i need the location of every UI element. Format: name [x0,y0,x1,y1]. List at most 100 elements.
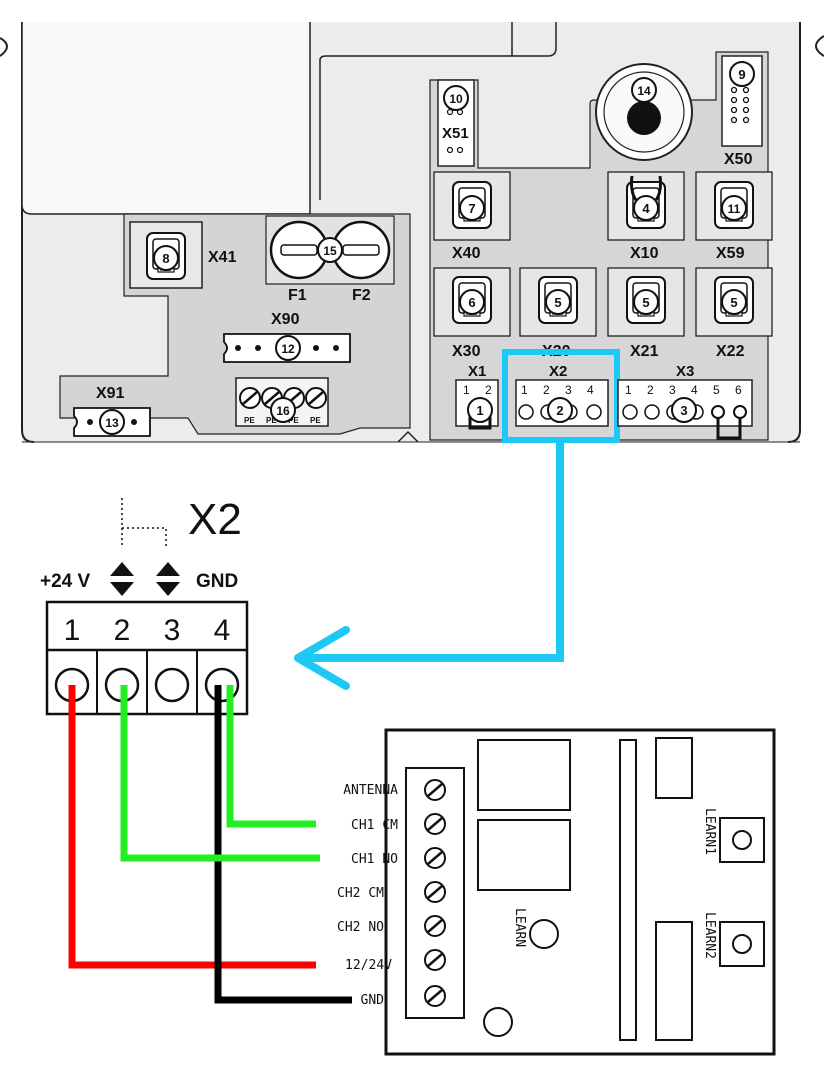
callout-12: 12 [275,335,301,361]
svg-text:6: 6 [468,295,475,310]
svg-text:1: 1 [476,403,483,418]
x90-pe-1: PE [244,416,255,425]
x3-pin-3: 3 [669,383,676,397]
x2-pin-2: 2 [543,383,550,397]
label-x30: X30 [452,343,481,360]
callout-markers: 1 2 3 4 5 5 5 5 6 7 8 9 10 11 12 13 14 1… [99,61,755,435]
callout-6: 6 [459,289,485,315]
label-x41: X41 [208,249,237,266]
callout-9: 9 [729,61,755,87]
callout-7: 7 [459,195,485,221]
callout-8: 8 [153,245,179,271]
buzzer [595,63,693,161]
label-x10: X10 [630,245,659,262]
x2-pin-3: 3 [565,383,572,397]
up-down-arrow-icon-3 [156,562,180,596]
bridge-line [121,498,167,548]
terminal-pin-4: 4 [214,614,231,647]
rx-label-ch2-no: CH2 NO [337,920,384,935]
wire-ch1-cm [226,685,316,828]
pointer-line [300,440,564,662]
callout-5-x22: 5 [721,289,747,315]
svg-text:12: 12 [281,342,295,356]
svg-text:16: 16 [276,404,290,418]
x1-pin-1: 1 [463,383,470,397]
callout-10: 10 [443,85,469,111]
svg-text:8: 8 [162,251,169,266]
svg-text:5: 5 [554,295,561,310]
rx-learn1: LEARN1 [702,808,717,855]
svg-text:7: 7 [468,201,475,216]
callout-14: 14 [631,77,657,103]
control-board: X41 F1 F2 X90 PE [0,22,824,443]
label-x59: X59 [716,245,745,262]
callout-11: 11 [721,195,747,221]
rx-label-ch1-no: CH1 NO [351,852,398,867]
x90-pe-2: PE [266,416,277,425]
receiver-module: ANTENNA CH1 CM CH1 NO CH2 CM CH2 NO 12/2… [337,728,776,1056]
svg-text:9: 9 [738,67,745,82]
label-gnd: GND [196,571,238,592]
label-x22: X22 [716,343,745,360]
x2-pin-1: 1 [521,383,528,397]
label-plus-24v: +24 V [40,571,91,592]
terminal-pin-1: 1 [64,614,81,647]
callout-5-x20: 5 [545,289,571,315]
label-x40: X40 [452,245,481,262]
connector-x22: X22 [695,267,773,360]
svg-text:4: 4 [642,201,650,216]
fuses: F1 F2 [265,215,395,304]
x3-pin-4: 4 [691,383,698,397]
x3-pin-6: 6 [735,383,742,397]
callout-16: 16 [270,397,296,423]
svg-text:15: 15 [323,244,337,258]
rx-label-antenna: ANTENNA [343,783,398,798]
label-x91: X91 [96,385,125,402]
callout-4: 4 [633,195,659,221]
x3-pin-1: 1 [625,383,632,397]
svg-text:10: 10 [449,92,463,106]
label-x1: X1 [468,363,486,380]
callout-2: 2 [547,397,573,423]
svg-text:5: 5 [730,295,737,310]
svg-text:11: 11 [728,202,741,216]
svg-text:14: 14 [637,84,651,98]
up-down-arrow-icon-2 [110,562,134,596]
callout-15: 15 [317,237,343,263]
callout-3: 3 [671,397,697,423]
rx-label-ch1-cm: CH1 CM [351,818,398,833]
svg-text:5: 5 [642,295,649,310]
svg-text:13: 13 [105,416,119,430]
rx-label-gnd: GND [361,993,385,1008]
rx-learn: LEARN [512,908,527,947]
label-x50: X50 [724,151,753,168]
terminal-pin-3: 3 [164,614,181,647]
x2-pin-4: 4 [587,383,594,397]
svg-text:3: 3 [680,403,687,418]
wire-ch1-no [120,685,320,862]
x90-pe-3: PE [288,416,299,425]
callout-13: 13 [99,409,125,435]
wire-gnd [214,685,352,1004]
label-f1: F1 [288,287,307,304]
x3-pin-5: 5 [713,383,720,397]
label-f2: F2 [352,287,371,304]
label-x21: X21 [630,343,659,360]
svg-text:2: 2 [556,403,563,418]
label-x51: X51 [442,125,469,142]
label-x90: X90 [271,311,300,328]
x2-terminal-detail: X2 +24 V GND 1 2 3 4 [40,495,249,716]
callout-1: 1 [467,397,493,423]
rx-label-12-24v: 12/24V [345,958,392,973]
callout-5-x21: 5 [633,289,659,315]
x3-pin-2: 2 [647,383,654,397]
wire-24v [68,685,316,969]
x1-pin-2: 2 [485,383,492,397]
rx-learn2: LEARN2 [702,912,717,959]
pointer-arrowhead [294,626,350,690]
terminal-pin-2: 2 [114,614,131,647]
x90-pe-4: PE [310,416,321,425]
label-x3: X3 [676,363,694,380]
rx-label-ch2-cm: CH2 CM [337,886,384,901]
